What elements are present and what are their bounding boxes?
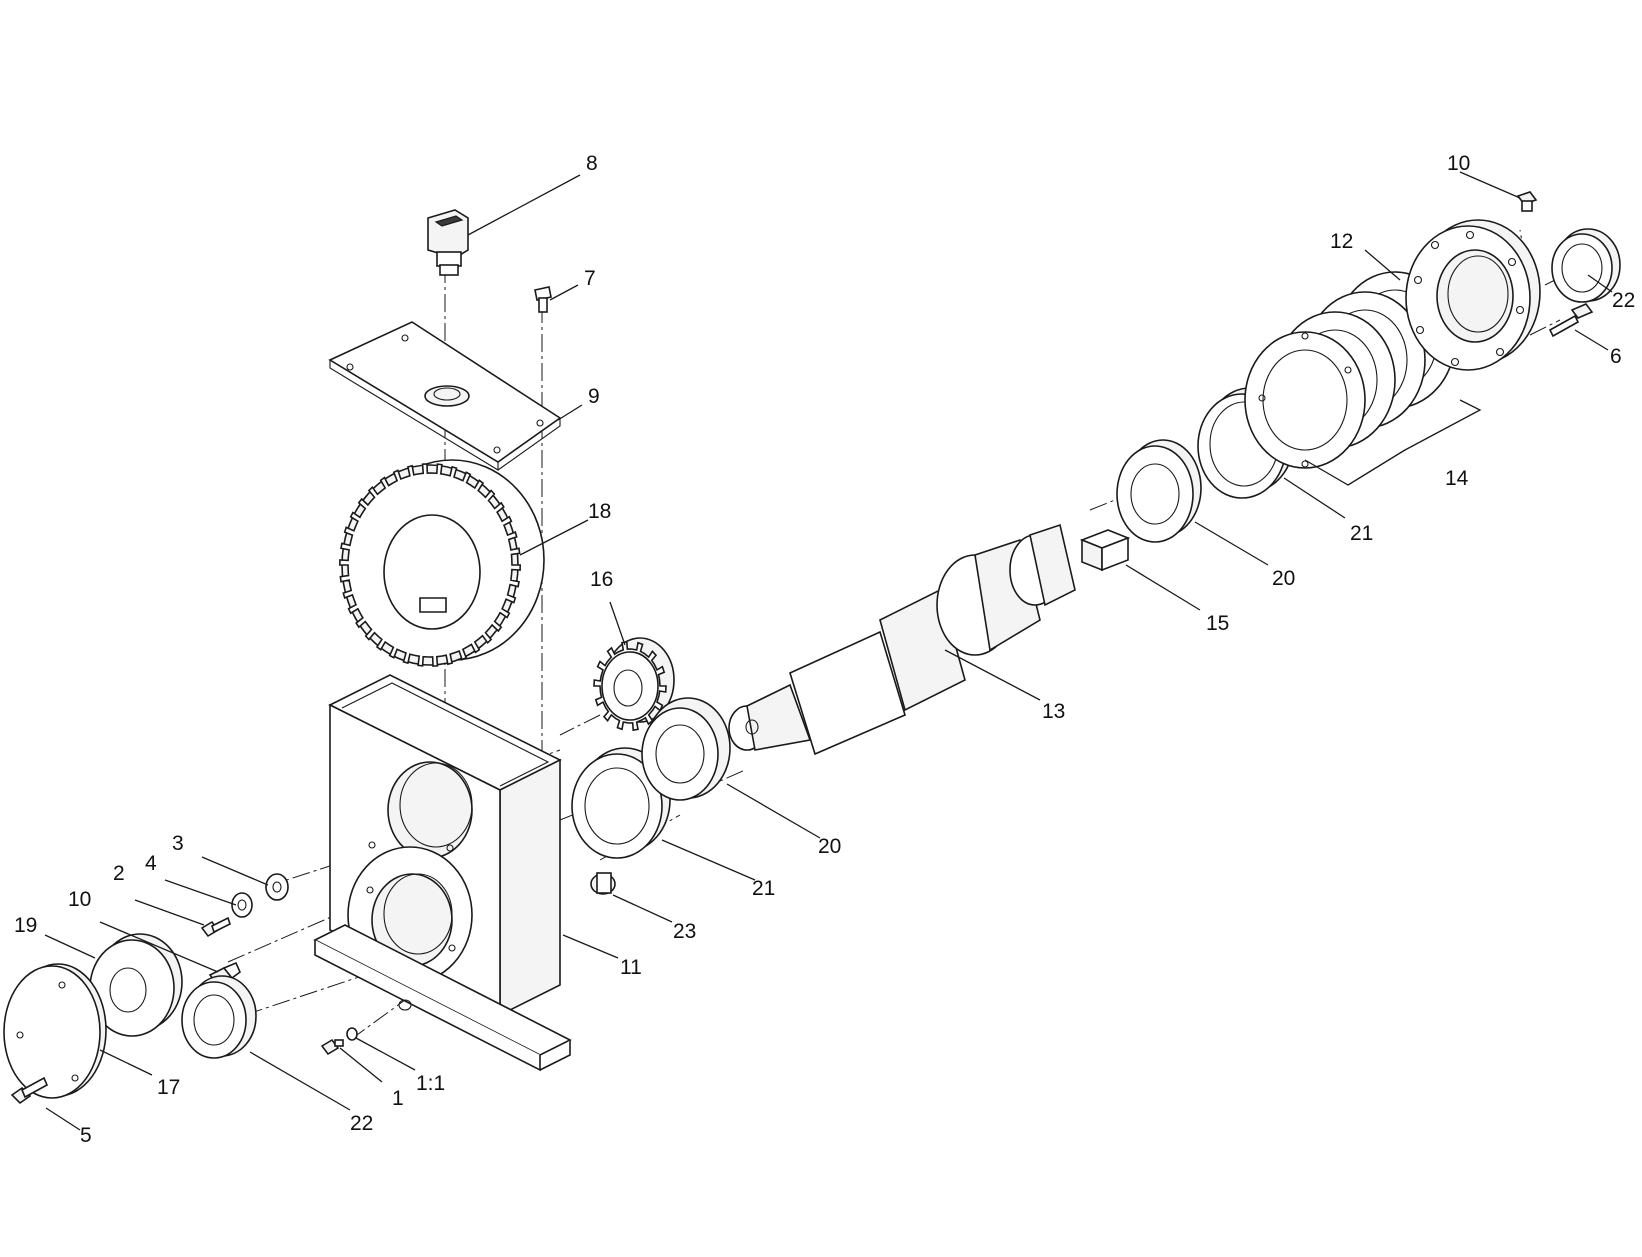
callout-6: 6	[1610, 345, 1622, 368]
part-16-pinion-gear	[593, 637, 675, 732]
callout-9: 9	[588, 385, 600, 408]
callout-22-upper: 22	[1612, 289, 1635, 312]
callout-1-1: 1:1	[416, 1072, 445, 1095]
part-1-screw	[320, 1038, 344, 1056]
part-23-drain-plug	[590, 872, 616, 895]
callout-7: 7	[584, 267, 596, 290]
callout-1: 1	[392, 1087, 404, 1110]
callout-5: 5	[80, 1124, 92, 1147]
callout-20-upper: 20	[1272, 567, 1295, 590]
part-20-bearing-cone-lower	[641, 697, 731, 801]
part-18-large-gear	[338, 459, 545, 667]
part-2-screw	[200, 916, 231, 938]
part-6-bolt	[1548, 303, 1594, 338]
callout-19: 19	[14, 914, 37, 937]
part-1-1-washer	[346, 1027, 358, 1041]
callout-23: 23	[673, 920, 696, 943]
callout-2: 2	[113, 862, 125, 885]
callout-22-lower: 22	[350, 1112, 373, 1135]
part-17-end-cover	[3, 963, 107, 1099]
callout-8: 8	[586, 152, 598, 175]
part-13-main-shaft	[728, 523, 1076, 756]
part-19-spacer	[89, 933, 183, 1037]
callout-15: 15	[1206, 612, 1229, 635]
callout-4: 4	[145, 852, 157, 875]
part-5-bolt	[10, 1076, 49, 1105]
part-22-oil-seal-lower	[181, 975, 257, 1059]
callout-16: 16	[590, 568, 613, 591]
callout-13: 13	[1042, 700, 1065, 723]
callout-21-lower: 21	[752, 877, 775, 900]
callout-12: 12	[1330, 230, 1353, 253]
callout-labels: 8 7 9 18 16 13 15 20 21 14 12 10 22 6 20…	[14, 152, 1635, 1147]
part-7-screw	[534, 286, 552, 313]
part-15-key	[1079, 529, 1131, 572]
callout-3: 3	[172, 832, 184, 855]
part-11-gearbox-housing	[313, 674, 572, 1072]
callout-21-upper: 21	[1350, 522, 1373, 545]
part-20-bearing-cone-upper	[1116, 439, 1202, 543]
leader-lines	[44, 171, 1613, 1131]
part-3-washer	[265, 873, 289, 901]
callout-10-left: 10	[68, 888, 91, 911]
callout-18: 18	[588, 500, 611, 523]
callout-10-upper: 10	[1447, 152, 1470, 175]
part-12-bearing-flange	[1405, 219, 1541, 371]
callout-11: 11	[620, 956, 642, 979]
part-14-shim-set	[1244, 271, 1456, 469]
part-9-cover-plate	[328, 321, 562, 471]
callout-20-lower: 20	[818, 835, 841, 858]
callout-14: 14	[1445, 467, 1469, 490]
part-22-oil-seal-upper	[1551, 228, 1621, 303]
part-8-breather-plug	[427, 209, 469, 276]
part-10-bolt-upper	[1516, 191, 1538, 212]
callout-17: 17	[157, 1076, 180, 1099]
part-4-lock-washer	[231, 892, 253, 918]
